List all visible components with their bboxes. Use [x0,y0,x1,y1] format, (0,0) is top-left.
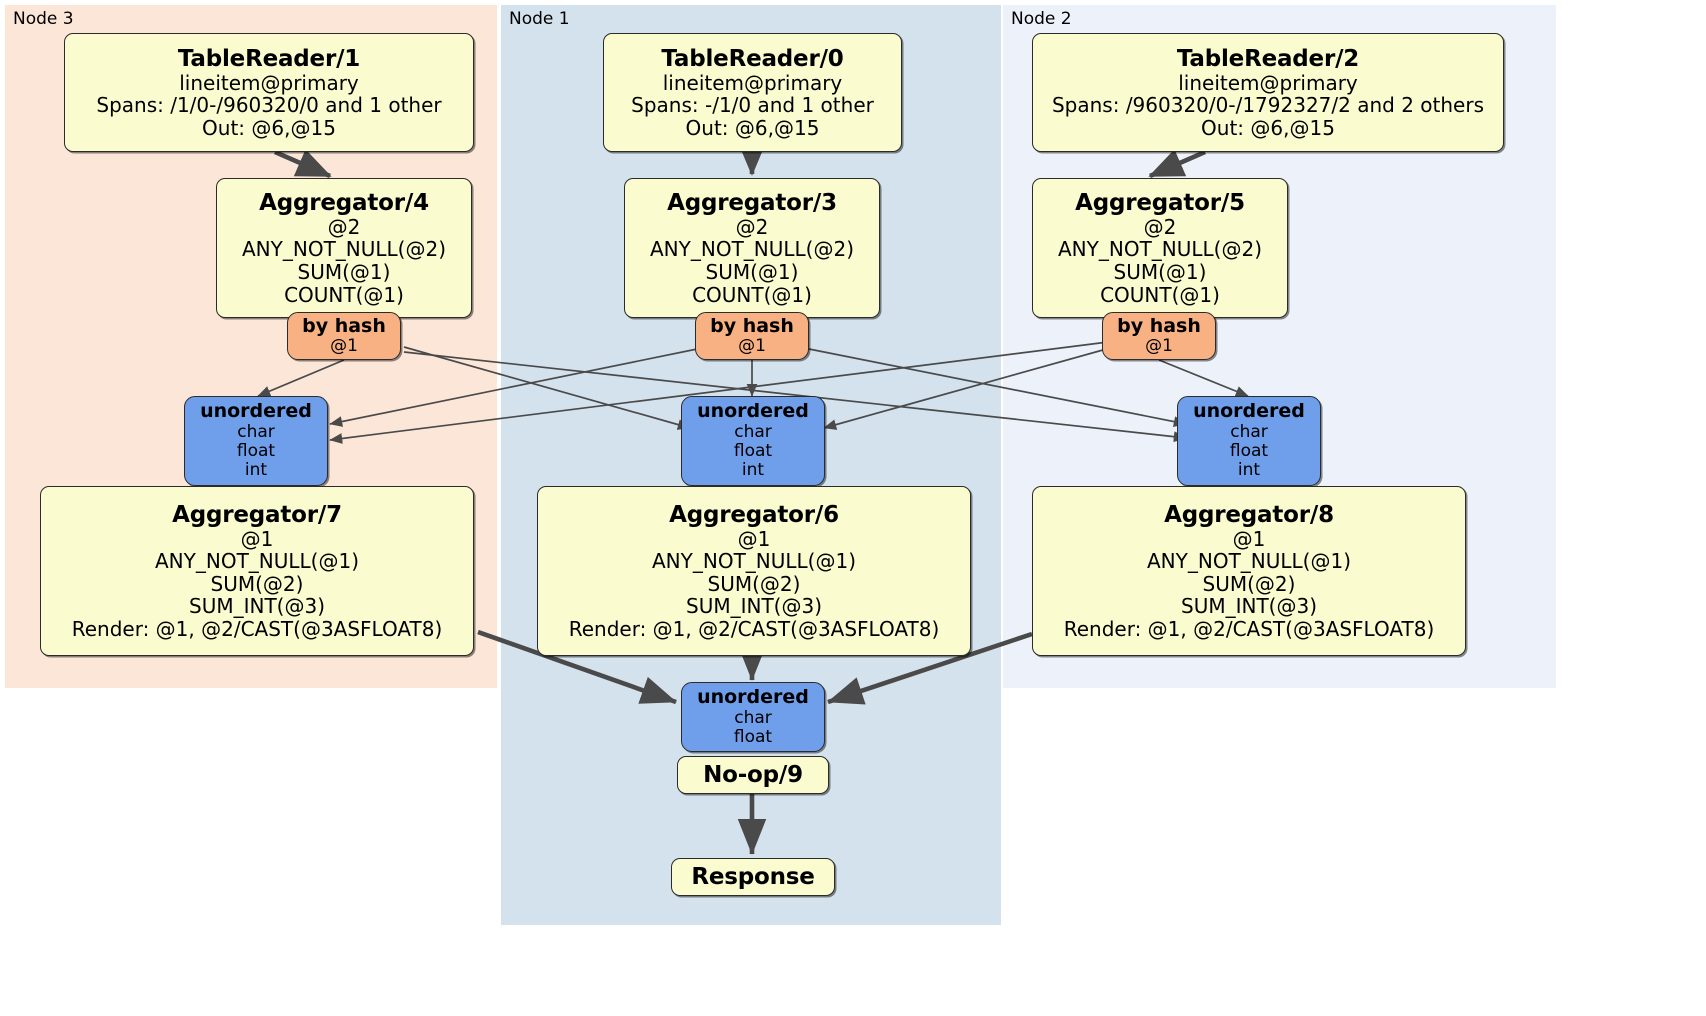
receiver-type-2: int [1237,460,1261,481]
table-reader-spans: Spans: /1/0-/960320/0 and 1 other [96,93,442,118]
aggregator-upper-box-3[interactable]: Aggregator/3 @2 ANY_NOT_NULL(@2) SUM(@1)… [624,178,880,318]
aggregator-group: @2 [327,214,361,239]
table-reader-box-2[interactable]: TableReader/2 lineitem@primary Spans: /9… [1032,33,1504,152]
aggregator-agg-0: ANY_NOT_NULL(@1) [155,549,359,574]
receiver-unordered-node1[interactable]: unordered char float int [681,396,825,486]
aggregator-group: @1 [1232,526,1266,551]
receiver-type-1: float [733,441,773,462]
router-column: @1 [738,336,766,357]
receiver-type-2: int [244,460,268,481]
router-title: by hash [1117,314,1201,337]
aggregator-agg-2: COUNT(@1) [1100,282,1220,307]
router-column: @1 [330,336,358,357]
aggregator-render: Render: @1, @2/CAST(@3ASFLOAT8) [1063,616,1435,641]
aggregator-agg-0: ANY_NOT_NULL(@2) [242,237,446,262]
aggregator-render: Render: @1, @2/CAST(@3ASFLOAT8) [71,616,443,641]
receiver-title: unordered [1193,400,1305,423]
aggregator-agg-0: ANY_NOT_NULL(@1) [652,549,856,574]
aggregator-lower-box-8[interactable]: Aggregator/8 @1 ANY_NOT_NULL(@1) SUM(@2)… [1032,486,1466,656]
aggregator-agg-2: SUM_INT(@3) [1181,594,1317,619]
response-title: Response [691,864,815,890]
table-reader-table: lineitem@primary [1178,70,1358,95]
aggregator-group: @2 [1143,214,1177,239]
aggregator-agg-1: SUM(@1) [1113,259,1207,284]
table-reader-table: lineitem@primary [662,70,843,95]
receiver-type-0: char [734,707,772,728]
receiver-type-1: float [236,441,276,462]
aggregator-agg-0: ANY_NOT_NULL(@2) [650,237,854,262]
receiver-title: unordered [697,686,809,709]
receiver-type-0: char [734,421,772,442]
node-label-node1: Node 1 [509,9,570,29]
aggregator-upper-box-4[interactable]: Aggregator/4 @2 ANY_NOT_NULL(@2) SUM(@1)… [216,178,472,318]
table-reader-box-1[interactable]: TableReader/1 lineitem@primary Spans: /1… [64,33,474,152]
aggregator-title: Aggregator/8 [1164,501,1334,528]
receiver-type-1: float [733,726,773,747]
table-reader-table: lineitem@primary [179,70,359,95]
receiver-type-1: float [1229,441,1269,462]
aggregator-title: Aggregator/7 [172,501,342,528]
table-reader-spans: Spans: /960320/0-/1792327/2 and 2 others [1051,93,1484,118]
router-column: @1 [1145,336,1173,357]
receiver-title: unordered [697,400,809,423]
aggregator-agg-0: ANY_NOT_NULL(@1) [1147,549,1351,574]
table-reader-title: TableReader/1 [177,45,361,72]
receiver-unordered-node3[interactable]: unordered char float int [184,396,328,486]
receiver-unordered-node2[interactable]: unordered char float int [1177,396,1321,486]
receiver-type-0: char [237,421,275,442]
aggregator-group: @2 [735,214,769,239]
aggregator-upper-box-5[interactable]: Aggregator/5 @2 ANY_NOT_NULL(@2) SUM(@1)… [1032,178,1288,318]
aggregator-agg-0: ANY_NOT_NULL(@2) [1058,237,1262,262]
node-label-node3: Node 3 [13,9,74,29]
aggregator-render: Render: @1, @2/CAST(@3ASFLOAT8) [568,616,940,641]
table-reader-out: Out: @6,@15 [1201,115,1335,140]
router-by-hash-node1[interactable]: by hash @1 [695,312,809,360]
receiver-type-2: int [741,460,765,481]
aggregator-agg-2: SUM_INT(@3) [189,594,325,619]
router-by-hash-node3[interactable]: by hash @1 [287,312,401,360]
table-reader-out: Out: @6,@15 [685,115,820,140]
aggregator-title: Aggregator/5 [1075,189,1245,216]
aggregator-agg-1: SUM(@1) [705,259,799,284]
table-reader-out: Out: @6,@15 [202,115,336,140]
noop-box-9[interactable]: No-op/9 [677,756,829,794]
receiver-unordered-final[interactable]: unordered char float [681,682,825,752]
table-reader-box-0[interactable]: TableReader/0 lineitem@primary Spans: -/… [603,33,902,152]
receiver-title: unordered [200,400,312,423]
aggregator-title: Aggregator/6 [669,501,839,528]
aggregator-lower-box-7[interactable]: Aggregator/7 @1 ANY_NOT_NULL(@1) SUM(@2)… [40,486,474,656]
table-reader-title: TableReader/2 [1176,45,1360,72]
aggregator-group: @1 [240,526,274,551]
aggregator-agg-1: SUM(@2) [1202,571,1296,596]
receiver-type-0: char [1230,421,1268,442]
node-label-node2: Node 2 [1011,9,1072,29]
noop-title: No-op/9 [703,762,803,788]
aggregator-agg-2: SUM_INT(@3) [686,594,822,619]
table-reader-title: TableReader/0 [661,45,844,72]
aggregator-agg-2: COUNT(@1) [692,282,812,307]
aggregator-group: @1 [737,526,771,551]
router-title: by hash [302,314,386,337]
aggregator-lower-box-6[interactable]: Aggregator/6 @1 ANY_NOT_NULL(@1) SUM(@2)… [537,486,971,656]
aggregator-title: Aggregator/3 [667,189,837,216]
router-by-hash-node2[interactable]: by hash @1 [1102,312,1216,360]
table-reader-spans: Spans: -/1/0 and 1 other [631,93,874,118]
router-title: by hash [710,314,794,337]
aggregator-agg-1: SUM(@1) [297,259,391,284]
aggregator-agg-1: SUM(@2) [210,571,304,596]
aggregator-title: Aggregator/4 [259,189,429,216]
aggregator-agg-1: SUM(@2) [707,571,801,596]
response-box[interactable]: Response [671,858,835,896]
aggregator-agg-2: COUNT(@1) [284,282,404,307]
